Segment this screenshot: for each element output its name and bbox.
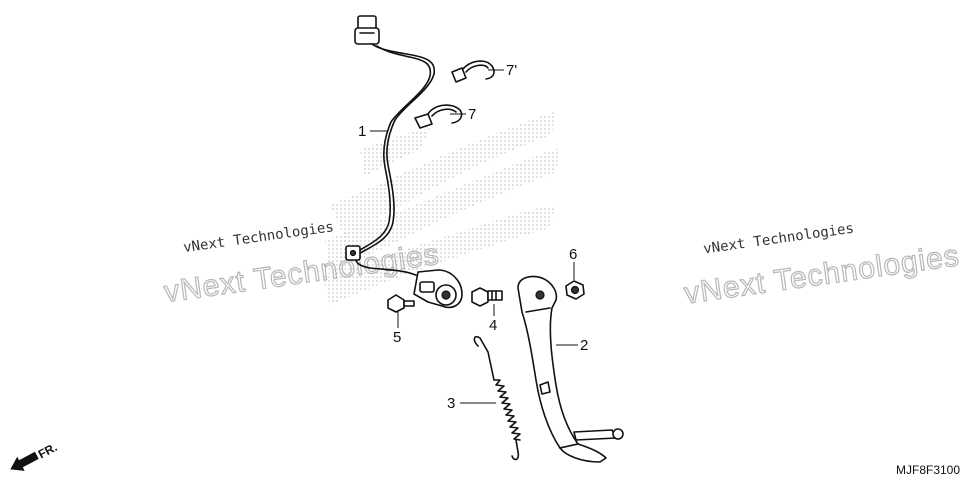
front-arrow-label: FR. (36, 440, 60, 461)
callouts: 1 2 3 4 5 6 7 7' (358, 62, 588, 412)
watermark-right-small: vNext Technologies (702, 221, 854, 258)
callout-4[interactable]: 4 (489, 317, 497, 334)
part-3-spring[interactable] (473, 335, 521, 461)
callout-3[interactable]: 3 (447, 395, 455, 412)
watermark-right: vNext Technologies vNext Technologies (682, 221, 963, 312)
part-5-bolt[interactable] (387, 294, 415, 313)
callout-2[interactable]: 2 (580, 337, 588, 354)
part-1-side-stand-switch[interactable] (345, 15, 463, 309)
part-7-prime-clamp[interactable] (451, 60, 495, 83)
background-wing-logo (322, 112, 560, 305)
callout-6[interactable]: 6 (569, 246, 577, 263)
callout-7-prime[interactable]: 7' (506, 62, 517, 79)
callout-5[interactable]: 5 (393, 329, 401, 346)
front-direction-indicator: FR. (10, 440, 60, 471)
callout-7[interactable]: 7 (468, 106, 476, 123)
part-4-pivot-bolt[interactable] (471, 287, 503, 307)
front-arrow-icon (10, 451, 39, 471)
watermark-left-small: vNext Technologies (182, 219, 334, 256)
part-2-side-stand[interactable] (517, 275, 624, 463)
diagram-code: MJF8F3100 (896, 463, 960, 477)
callout-1[interactable]: 1 (358, 123, 366, 140)
part-7-clamp[interactable] (414, 104, 463, 129)
part-6-nut[interactable] (565, 280, 585, 300)
leader-lines (370, 69, 578, 404)
